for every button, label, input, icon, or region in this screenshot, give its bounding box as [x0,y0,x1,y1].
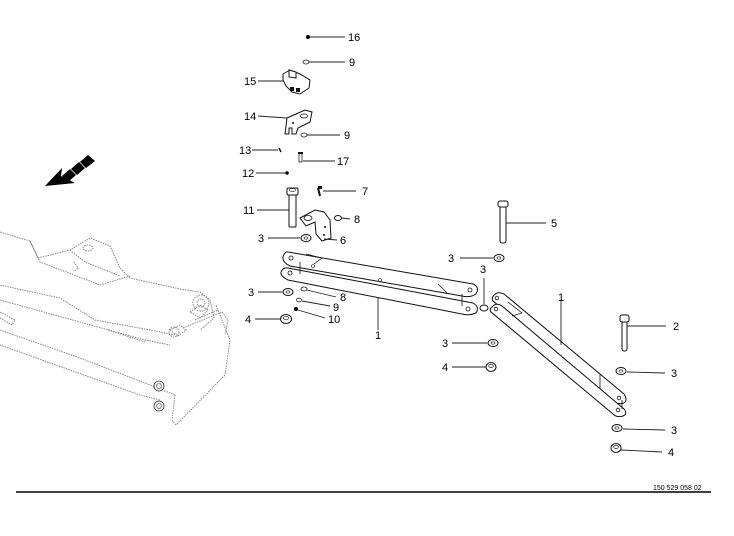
callout-3-f: 3 [671,368,677,380]
washer-part-9-b [296,297,302,303]
callout-11: 11 [243,205,254,217]
washer-part-9-mid [300,132,308,138]
bolt-part-2 [619,314,630,352]
callout-3-c: 3 [480,264,486,276]
callout-3-g: 3 [671,425,677,437]
direction-arrow-icon [45,155,95,186]
callout-14: 14 [244,111,256,123]
washer-part-9 [302,59,310,65]
callout-4-c: 4 [668,447,674,459]
link-arm-left-part-1 [280,251,478,316]
callout-1-left: 1 [375,330,381,342]
callout-3-d: 3 [248,287,254,299]
washer-part-3-d [282,288,294,296]
ball-part-16 [306,35,310,39]
washer-part-3-c [479,304,489,312]
machine-frame [0,231,231,426]
callout-5: 5 [551,218,557,230]
callout-16: 16 [348,32,360,44]
callout-15: 15 [244,76,256,88]
washer-part-8-b [300,286,308,292]
callout-3-b: 3 [448,253,454,265]
link-arm-right-part-1 [489,292,627,418]
washer-part-3-b [493,254,505,262]
callout-2: 2 [673,321,679,333]
drawing-number: 150 529 058 02 [653,485,702,492]
nut-part-4 [280,314,292,324]
washer-part-3-g [611,424,623,432]
callout-9-mid: 9 [344,130,350,142]
callout-9-top: 9 [349,57,355,69]
bolt-part-5 [497,200,509,244]
callout-6: 6 [340,235,346,247]
screw-part-17 [298,152,303,163]
ball-part-10 [294,307,298,311]
screw-part-7 [317,186,322,197]
bolt-part-11 [286,187,299,228]
callout-13: 13 [239,145,251,157]
callout-10: 10 [328,314,340,326]
pin-part-13 [278,147,282,153]
callout-9-lower: 9 [333,302,339,314]
callout-17: 17 [337,156,349,168]
nut-part-4-c [610,443,622,453]
callout-1-right: 1 [558,292,564,304]
washer-part-3-e [487,339,499,347]
callout-3-e: 3 [442,338,448,350]
nut-part-4-b [485,362,497,372]
washer-part-8 [334,215,342,221]
callout-4-a: 4 [245,314,251,326]
bracket-part-14 [284,109,313,135]
callout-7: 7 [362,186,368,198]
callout-3-a: 3 [258,233,264,245]
washer-part-3-f [615,367,627,375]
washer-part-3 [300,234,312,242]
callout-12: 12 [242,168,254,180]
ball-part-12 [285,171,289,175]
callout-8-lower: 8 [340,292,346,304]
connector-part-15 [282,69,311,95]
callout-4-b: 4 [442,362,448,374]
callout-8-upper: 8 [354,214,360,226]
